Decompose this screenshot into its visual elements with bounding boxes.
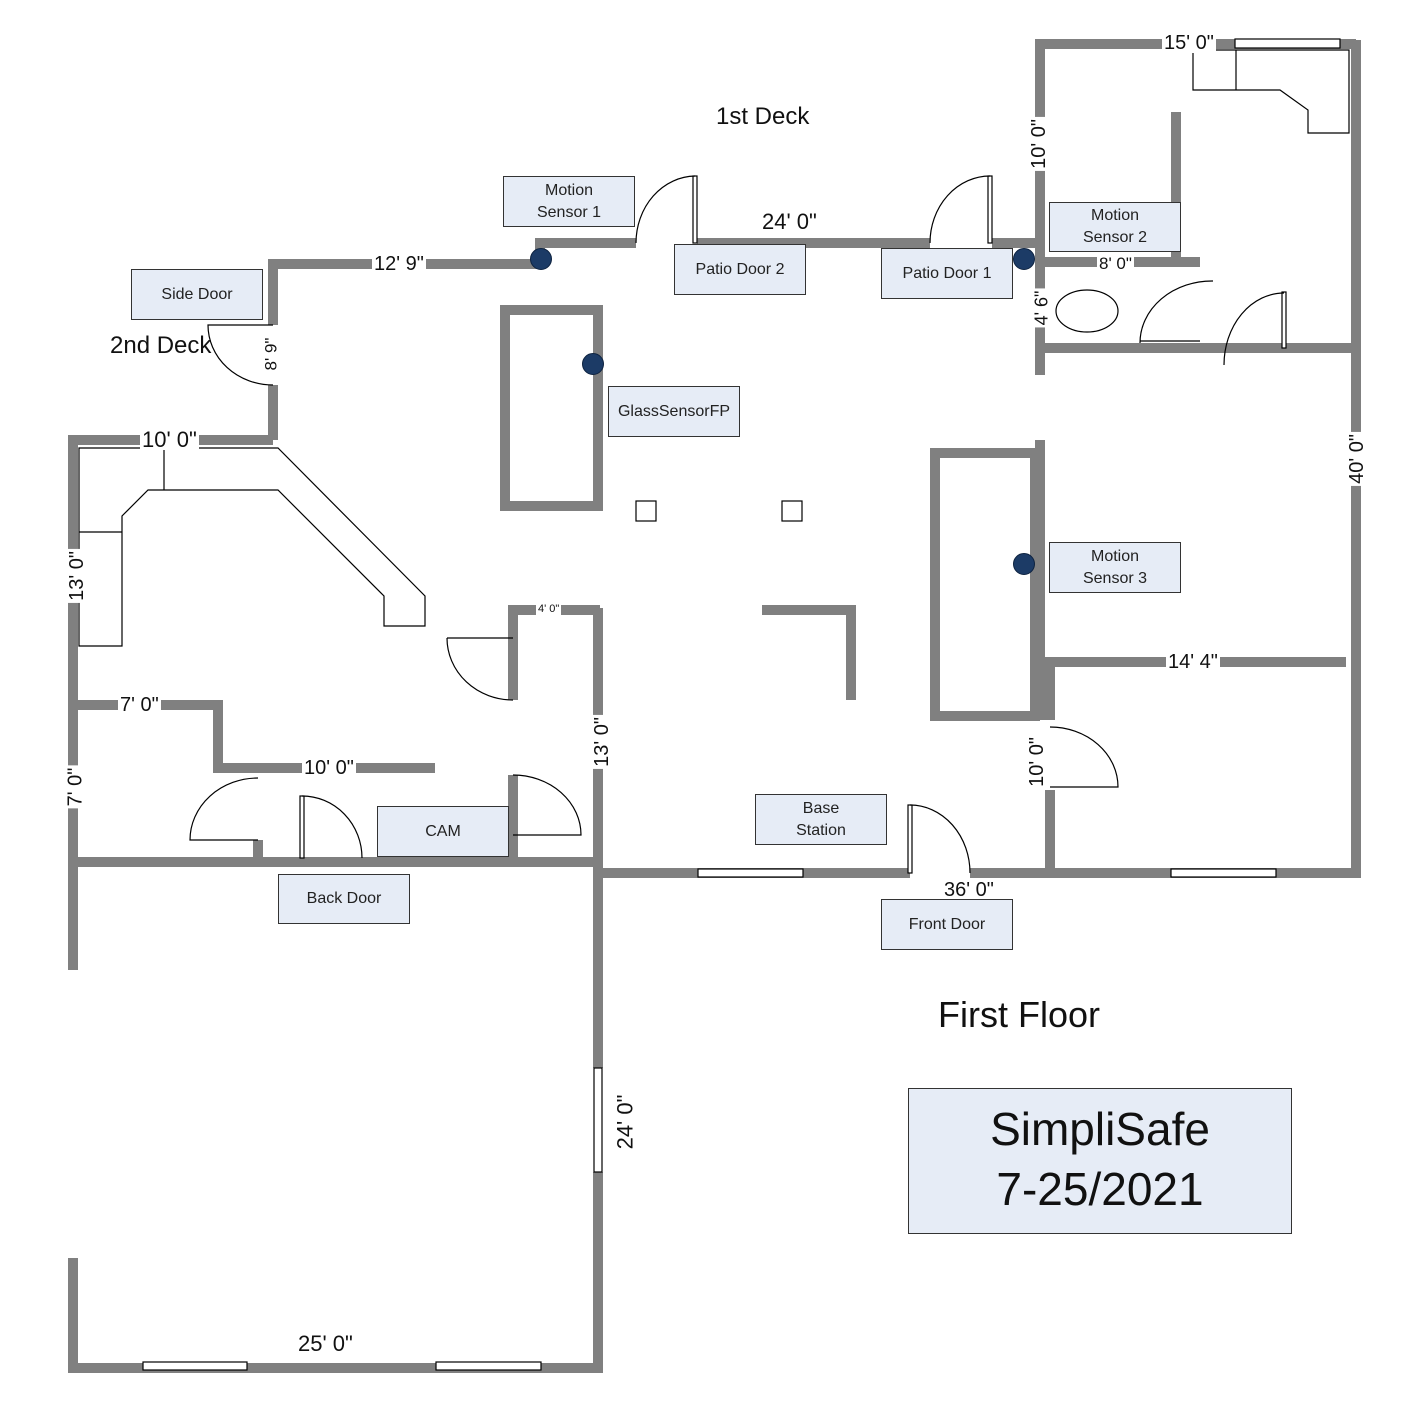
sensor-dot-icon[interactable] — [530, 248, 552, 270]
dimension-label: 10' 0" — [302, 757, 356, 779]
dimension-label: 40' 0" — [1345, 432, 1368, 486]
dimension-label: 13' 0" — [65, 549, 88, 603]
dimension-label: 25' 0" — [296, 1331, 355, 1356]
patio-door-1-label[interactable]: Patio Door 1 — [881, 248, 1013, 299]
windows — [142, 38, 1341, 1371]
dimension-label: 24' 0" — [762, 209, 817, 234]
doors — [189, 175, 1287, 874]
brand-name: SimpliSafe — [990, 1103, 1210, 1155]
motion-sensor-2-label[interactable]: Motion Sensor 2 — [1049, 202, 1181, 252]
patio-door-2-label[interactable]: Patio Door 2 — [674, 244, 806, 295]
area-label-2nd-deck: 2nd Deck — [110, 332, 212, 359]
dimension-label: 8' 0" — [1097, 254, 1134, 274]
side-door-label[interactable]: Side Door — [131, 269, 263, 320]
dimension-label: 14' 4" — [1166, 651, 1220, 673]
dimension-label: 13' 0" — [590, 715, 613, 769]
sensor-dot-icon[interactable] — [1013, 553, 1035, 575]
base-station-label[interactable]: Base Station — [755, 794, 887, 845]
brand-date: 7-25/2021 — [996, 1163, 1204, 1215]
motion-sensor-3-label[interactable]: Motion Sensor 3 — [1049, 542, 1181, 593]
dimension-label: 36' 0" — [942, 879, 996, 901]
dimension-label: 10' 0" — [140, 427, 199, 452]
dimension-label: 24' 0" — [612, 1092, 638, 1152]
dimension-label: 15' 0" — [1162, 32, 1216, 54]
cam-label[interactable]: CAM — [377, 806, 509, 857]
dimension-label: 4' 6" — [1031, 288, 1052, 328]
dimension-label: 7' 0" — [64, 765, 87, 809]
dimension-label: 10' 0" — [1027, 117, 1050, 171]
area-label-1st-deck: 1st Deck — [716, 103, 810, 130]
motion-sensor-1-label[interactable]: Motion Sensor 1 — [503, 176, 635, 227]
furniture — [78, 49, 1350, 647]
sensor-dot-icon[interactable] — [1013, 248, 1035, 270]
dimension-label: 7' 0" — [118, 694, 161, 716]
dimension-label: 12' 9" — [372, 253, 426, 275]
glass-sensor-label[interactable]: GlassSensorFP — [608, 386, 740, 437]
back-door-label[interactable]: Back Door — [278, 874, 410, 924]
dimension-label: 4' 0" — [536, 603, 562, 615]
area-label-first-floor: First Floor — [938, 994, 1100, 1035]
dimension-label: 10' 0" — [1025, 735, 1048, 789]
sensor-dot-icon[interactable] — [582, 353, 604, 375]
brand-box: SimpliSafe 7-25/2021 — [908, 1088, 1292, 1234]
front-door-label[interactable]: Front Door — [881, 899, 1013, 950]
dimension-label: 8' 9" — [261, 335, 282, 373]
